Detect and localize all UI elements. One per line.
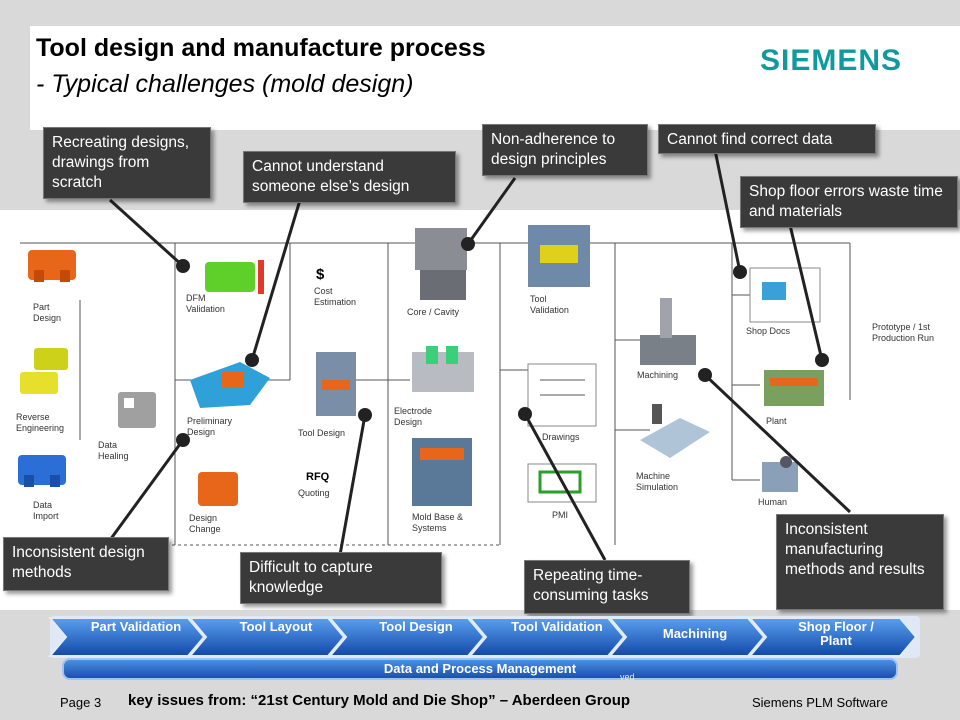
data-import-icon xyxy=(18,455,66,487)
design-change-label: Design Change xyxy=(189,513,221,534)
stage-arrow-shop-floor xyxy=(747,617,918,657)
callout-repeating-tasks: Repeating time-consuming tasks xyxy=(524,560,690,614)
cost-estimation-label: Cost Estimation xyxy=(314,286,357,307)
stage-label-tool-design: Tool Design xyxy=(379,619,453,634)
dfm-validation-label: DFM Validation xyxy=(186,293,225,314)
page-number: Page 3 xyxy=(60,695,102,710)
callout-shop-floor-errors: Shop floor errors waste time and materia… xyxy=(740,176,958,228)
tool-validation-icon xyxy=(528,225,590,287)
core-cavity-label: Core / Cavity xyxy=(407,307,460,317)
prototype-label: Prototype / 1st Production Run xyxy=(872,322,935,343)
stage-arrow-tool-validation xyxy=(467,617,626,657)
shop-docs-label: Shop Docs xyxy=(746,326,791,336)
preliminary-design-icon xyxy=(190,362,270,408)
page-title: Tool design and manufacture process xyxy=(36,34,486,62)
copyright-text: ved xyxy=(620,672,635,682)
stage-label-shop-floor: Shop Floor / Plant xyxy=(798,619,874,648)
title-panel xyxy=(30,26,960,130)
core-cavity-icon xyxy=(415,228,467,300)
data-process-management-bar: Data and Process Management xyxy=(62,658,898,680)
part-design-icon xyxy=(28,250,76,282)
reverse-engineering-icon xyxy=(20,348,68,394)
preliminary-design-label: Preliminary Design xyxy=(187,416,233,437)
stage-label-tool-validation: Tool Validation xyxy=(511,619,603,634)
machine-simulation-label: Machine Simulation xyxy=(636,471,679,492)
cost-symbol: $ xyxy=(316,266,325,283)
electrode-design-label: Electrode Design xyxy=(394,406,433,427)
human-icon xyxy=(762,456,798,492)
plant-icon xyxy=(764,370,824,406)
siemens-logo: SIEMENS xyxy=(760,44,903,77)
callout-difficult-capture: Difficult to capture knowledge xyxy=(240,552,442,604)
mold-base-icon xyxy=(412,438,472,506)
dfm-validation-icon xyxy=(205,260,264,294)
stage-arrow-tool-design xyxy=(327,617,486,657)
callout-cannot-understand: Cannot understand someone else’s design xyxy=(243,151,456,203)
tool-design-label: Tool Design xyxy=(298,428,346,438)
part-design-label: Part Design xyxy=(33,302,62,323)
drawings-label: Drawings xyxy=(542,432,580,442)
data-process-management-label: Data and Process Management xyxy=(383,661,577,676)
data-import-label: Data Import xyxy=(33,500,59,521)
tool-validation-label: Tool Validation xyxy=(530,294,569,315)
rfq-label: RFQ xyxy=(306,471,330,483)
page-subtitle: - Typical challenges (mold design) xyxy=(36,70,414,98)
callout-inconsistent-manufacturing: Inconsistent manufacturing methods and r… xyxy=(776,514,944,610)
company-footer: Siemens PLM Software xyxy=(752,695,888,710)
stage-arrow-tool-layout xyxy=(187,617,346,657)
stage-label-machining: Machining xyxy=(662,626,728,641)
stage-label-tool-layout: Tool Layout xyxy=(239,619,313,634)
stage-arrow-machining xyxy=(607,617,766,657)
machining-label: Machining xyxy=(637,370,679,380)
human-label: Human xyxy=(758,497,788,507)
callout-non-adherence: Non-adherence to design principles xyxy=(482,124,648,176)
drawings-icon xyxy=(527,363,597,427)
pmi-label: PMI xyxy=(552,510,569,520)
stage-label-part-validation: Part Validation xyxy=(90,619,182,634)
shop-docs-icon xyxy=(749,267,821,323)
electrode-design-icon xyxy=(412,346,474,392)
machining-icon xyxy=(640,298,696,365)
mold-base-label: Mold Base & Systems xyxy=(412,512,464,533)
callout-cannot-find-data: Cannot find correct data xyxy=(658,124,876,154)
tool-design-icon xyxy=(316,352,356,416)
reverse-engineering-label: Reverse Engineering xyxy=(16,412,65,433)
callout-inconsistent-design: Inconsistent design methods xyxy=(3,537,169,591)
design-change-icon xyxy=(198,472,238,506)
callout-recreating-designs: Recreating designs, drawings from scratc… xyxy=(43,127,211,199)
data-healing-icon xyxy=(118,392,156,428)
stage-arrow-part-validation xyxy=(47,617,206,657)
key-issues-source: key issues from: “21st Century Mold and … xyxy=(128,692,631,709)
quoting-label: Quoting xyxy=(298,488,330,498)
data-healing-label: Data Healing xyxy=(98,440,129,461)
plant-label: Plant xyxy=(766,416,787,426)
machine-simulation-icon xyxy=(640,404,710,458)
